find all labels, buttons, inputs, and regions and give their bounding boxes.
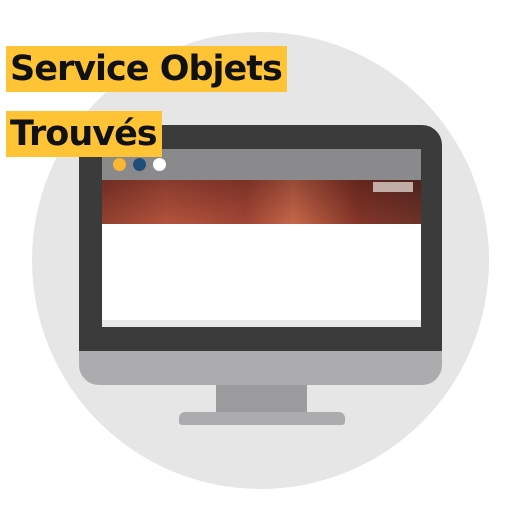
hero-photo-sign: [373, 182, 413, 192]
monitor-stand-neck: [216, 385, 307, 414]
page-title-line-2: Trouvés: [6, 111, 162, 157]
screen-bottom-bar: [102, 320, 421, 327]
monitor-screen: [102, 149, 421, 327]
hero-photo: [102, 180, 421, 224]
monitor-stand-base: [179, 412, 345, 425]
monitor-chin: [79, 351, 442, 385]
window-dot-blue-icon: [133, 158, 146, 171]
window-dot-white-icon: [153, 158, 166, 171]
window-dot-yellow-icon: [113, 158, 126, 171]
page-title-line-1: Service Objets: [6, 46, 287, 92]
page-content: [102, 224, 421, 320]
